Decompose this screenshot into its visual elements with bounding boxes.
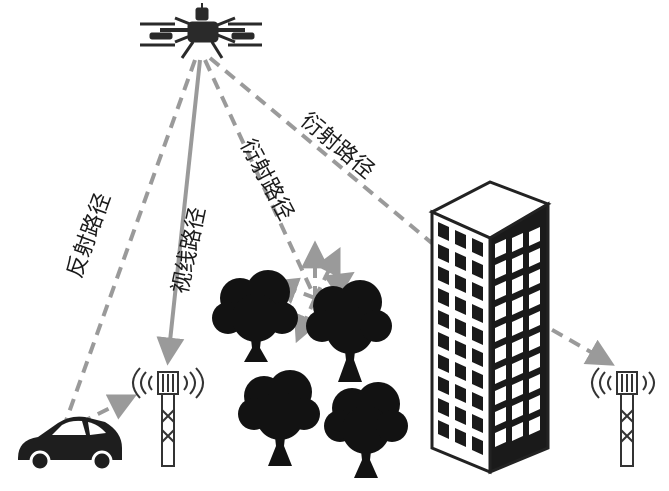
building-window: [438, 288, 449, 307]
car-icon: [18, 416, 122, 472]
building-window: [438, 222, 449, 241]
building-window: [495, 386, 506, 405]
building-window: [529, 248, 540, 267]
building-window: [512, 275, 523, 294]
building-window: [495, 428, 506, 447]
building-window: [512, 296, 523, 315]
building-window: [472, 238, 483, 257]
building-window: [472, 348, 483, 367]
building-window: [495, 302, 506, 321]
building-window: [438, 376, 449, 395]
building-window: [495, 239, 506, 258]
building-window: [512, 359, 523, 378]
building-window: [455, 274, 466, 293]
building-window: [455, 230, 466, 249]
tree-icon: [306, 280, 392, 382]
building-window: [529, 269, 540, 288]
building-window: [495, 344, 506, 363]
building-window: [455, 384, 466, 403]
building-window: [438, 398, 449, 417]
building-window: [438, 332, 449, 351]
building-window: [495, 407, 506, 426]
building-window: [472, 260, 483, 279]
drone-icon: [140, 3, 262, 59]
building-window: [455, 252, 466, 271]
building-window: [472, 326, 483, 345]
building-window: [455, 318, 466, 337]
building-window: [455, 428, 466, 447]
building-window: [455, 362, 466, 381]
building-window: [529, 416, 540, 435]
building-window: [438, 420, 449, 439]
building-window: [529, 332, 540, 351]
line-of-sight-path: [156, 59, 202, 366]
building-window: [529, 395, 540, 414]
building-window: [472, 370, 483, 389]
building-window: [472, 282, 483, 301]
building-window: [438, 354, 449, 373]
building-icon: [428, 180, 552, 475]
building-window: [529, 374, 540, 393]
building-window: [472, 304, 483, 323]
building-window: [438, 244, 449, 263]
building-window: [529, 290, 540, 309]
building-window: [438, 266, 449, 285]
building-window: [472, 436, 483, 455]
building-window: [512, 254, 523, 273]
building-window: [472, 414, 483, 433]
building-window: [455, 296, 466, 315]
building-window: [512, 422, 523, 441]
building-window: [455, 340, 466, 359]
building-window: [472, 392, 483, 411]
building-window: [529, 353, 540, 372]
tree-icon: [238, 370, 320, 466]
cell-tower-icon: [591, 367, 655, 467]
building-window: [529, 227, 540, 246]
building-window: [438, 310, 449, 329]
building-window: [495, 281, 506, 300]
tree-icon: [324, 382, 408, 478]
reflection-path: [60, 59, 197, 434]
building-window: [495, 260, 506, 279]
building-window: [529, 311, 540, 330]
building-window: [455, 406, 466, 425]
building-window: [512, 338, 523, 357]
building-window: [512, 401, 523, 420]
building-window: [495, 365, 506, 384]
building-window: [512, 317, 523, 336]
cell-tower-icon: [132, 367, 204, 467]
building-window: [512, 233, 523, 252]
tree-icon: [212, 270, 298, 362]
building-window: [495, 323, 506, 342]
building-window: [512, 380, 523, 399]
